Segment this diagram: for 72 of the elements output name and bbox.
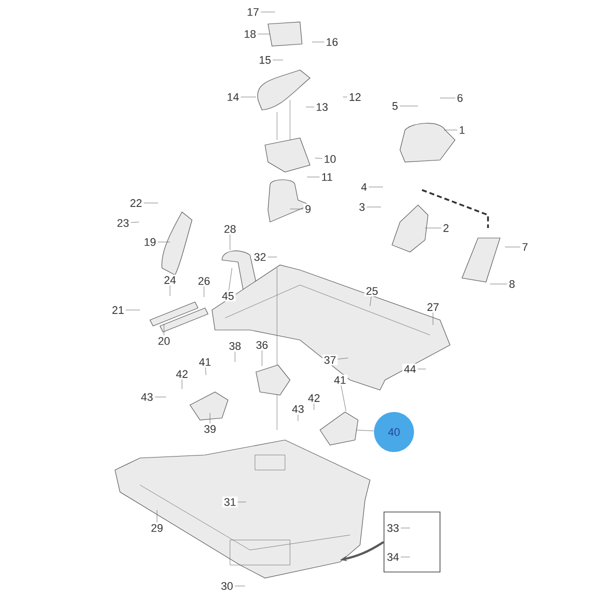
leader-line: [370, 296, 372, 306]
callout-number: 31: [222, 496, 238, 508]
callout-number: 33: [385, 522, 401, 534]
leader-line: [240, 96, 256, 98]
callout-number: 25: [364, 286, 380, 296]
callout-number: 34: [385, 552, 401, 562]
callout-number: 29: [149, 522, 165, 534]
leader-line: [432, 312, 434, 326]
leader-line: [314, 158, 322, 159]
callout-number: 13: [314, 102, 330, 112]
leader-line: [306, 106, 314, 108]
callout-number: 10: [322, 154, 338, 164]
callout-number: 28: [222, 224, 238, 234]
callout-number: 3: [357, 202, 367, 212]
leader-line: [290, 208, 304, 210]
callout-number: 24: [162, 274, 178, 286]
callout-number: 1: [457, 124, 467, 136]
callout-number: 22: [128, 198, 144, 208]
leader-line: [340, 385, 346, 412]
callout-number: 19: [142, 236, 158, 248]
callout-number: 30: [219, 580, 235, 592]
highlighted-callout-number: 40: [374, 412, 414, 452]
callout-number: 27: [425, 302, 441, 312]
leader-line: [154, 396, 166, 398]
callout-number: 43: [290, 404, 306, 414]
callout-number: 15: [257, 54, 273, 66]
callout-number: 45: [220, 290, 236, 302]
leader-line: [268, 256, 278, 258]
leader-line: [130, 222, 140, 223]
leader-line: [368, 186, 384, 188]
callout-number: 12: [347, 92, 363, 102]
leader-line: [418, 368, 426, 370]
callout-number: 5: [390, 100, 400, 112]
callout-number: 7: [520, 242, 530, 252]
leader-line: [356, 430, 374, 432]
leader-line: [504, 246, 520, 248]
callout-number: 41: [332, 374, 348, 386]
callout-number: 39: [202, 424, 218, 434]
callout-number: 8: [507, 278, 517, 290]
callout-number: 26: [196, 276, 212, 286]
leader-line: [156, 510, 158, 523]
leader-line: [366, 206, 382, 208]
leader-line: [306, 176, 320, 178]
leader-line: [144, 202, 158, 204]
callout-number: 17: [245, 6, 261, 18]
callout-number: 16: [324, 36, 340, 48]
leader-line: [205, 367, 206, 376]
callout-number: 43: [139, 392, 155, 402]
callout-number: 18: [242, 28, 258, 40]
callout-number: 42: [306, 392, 322, 404]
callout-number: 37: [322, 354, 338, 366]
callout-number: 6: [455, 92, 465, 104]
callout-number: 44: [402, 364, 418, 374]
leader-line: [342, 96, 348, 98]
callout-number: 9: [303, 204, 313, 214]
callout-number: 41: [197, 356, 213, 368]
callout-number: 38: [227, 340, 243, 352]
leader-line: [234, 351, 236, 362]
leader-line: [228, 268, 232, 291]
callout-number: 42: [174, 368, 190, 380]
inset-box: [384, 512, 440, 572]
callout-number: 11: [320, 172, 334, 182]
callout-number: 14: [225, 92, 241, 102]
callout-number: 23: [115, 218, 131, 228]
callout-number: 4: [359, 182, 369, 192]
callout-number: 2: [441, 222, 451, 234]
leader-line: [400, 556, 410, 558]
callout-number: 32: [252, 252, 268, 262]
callout-number: 21: [110, 304, 126, 316]
callout-number: 36: [254, 340, 270, 350]
callout-number: 20: [156, 336, 172, 346]
leader-line: [338, 358, 348, 360]
